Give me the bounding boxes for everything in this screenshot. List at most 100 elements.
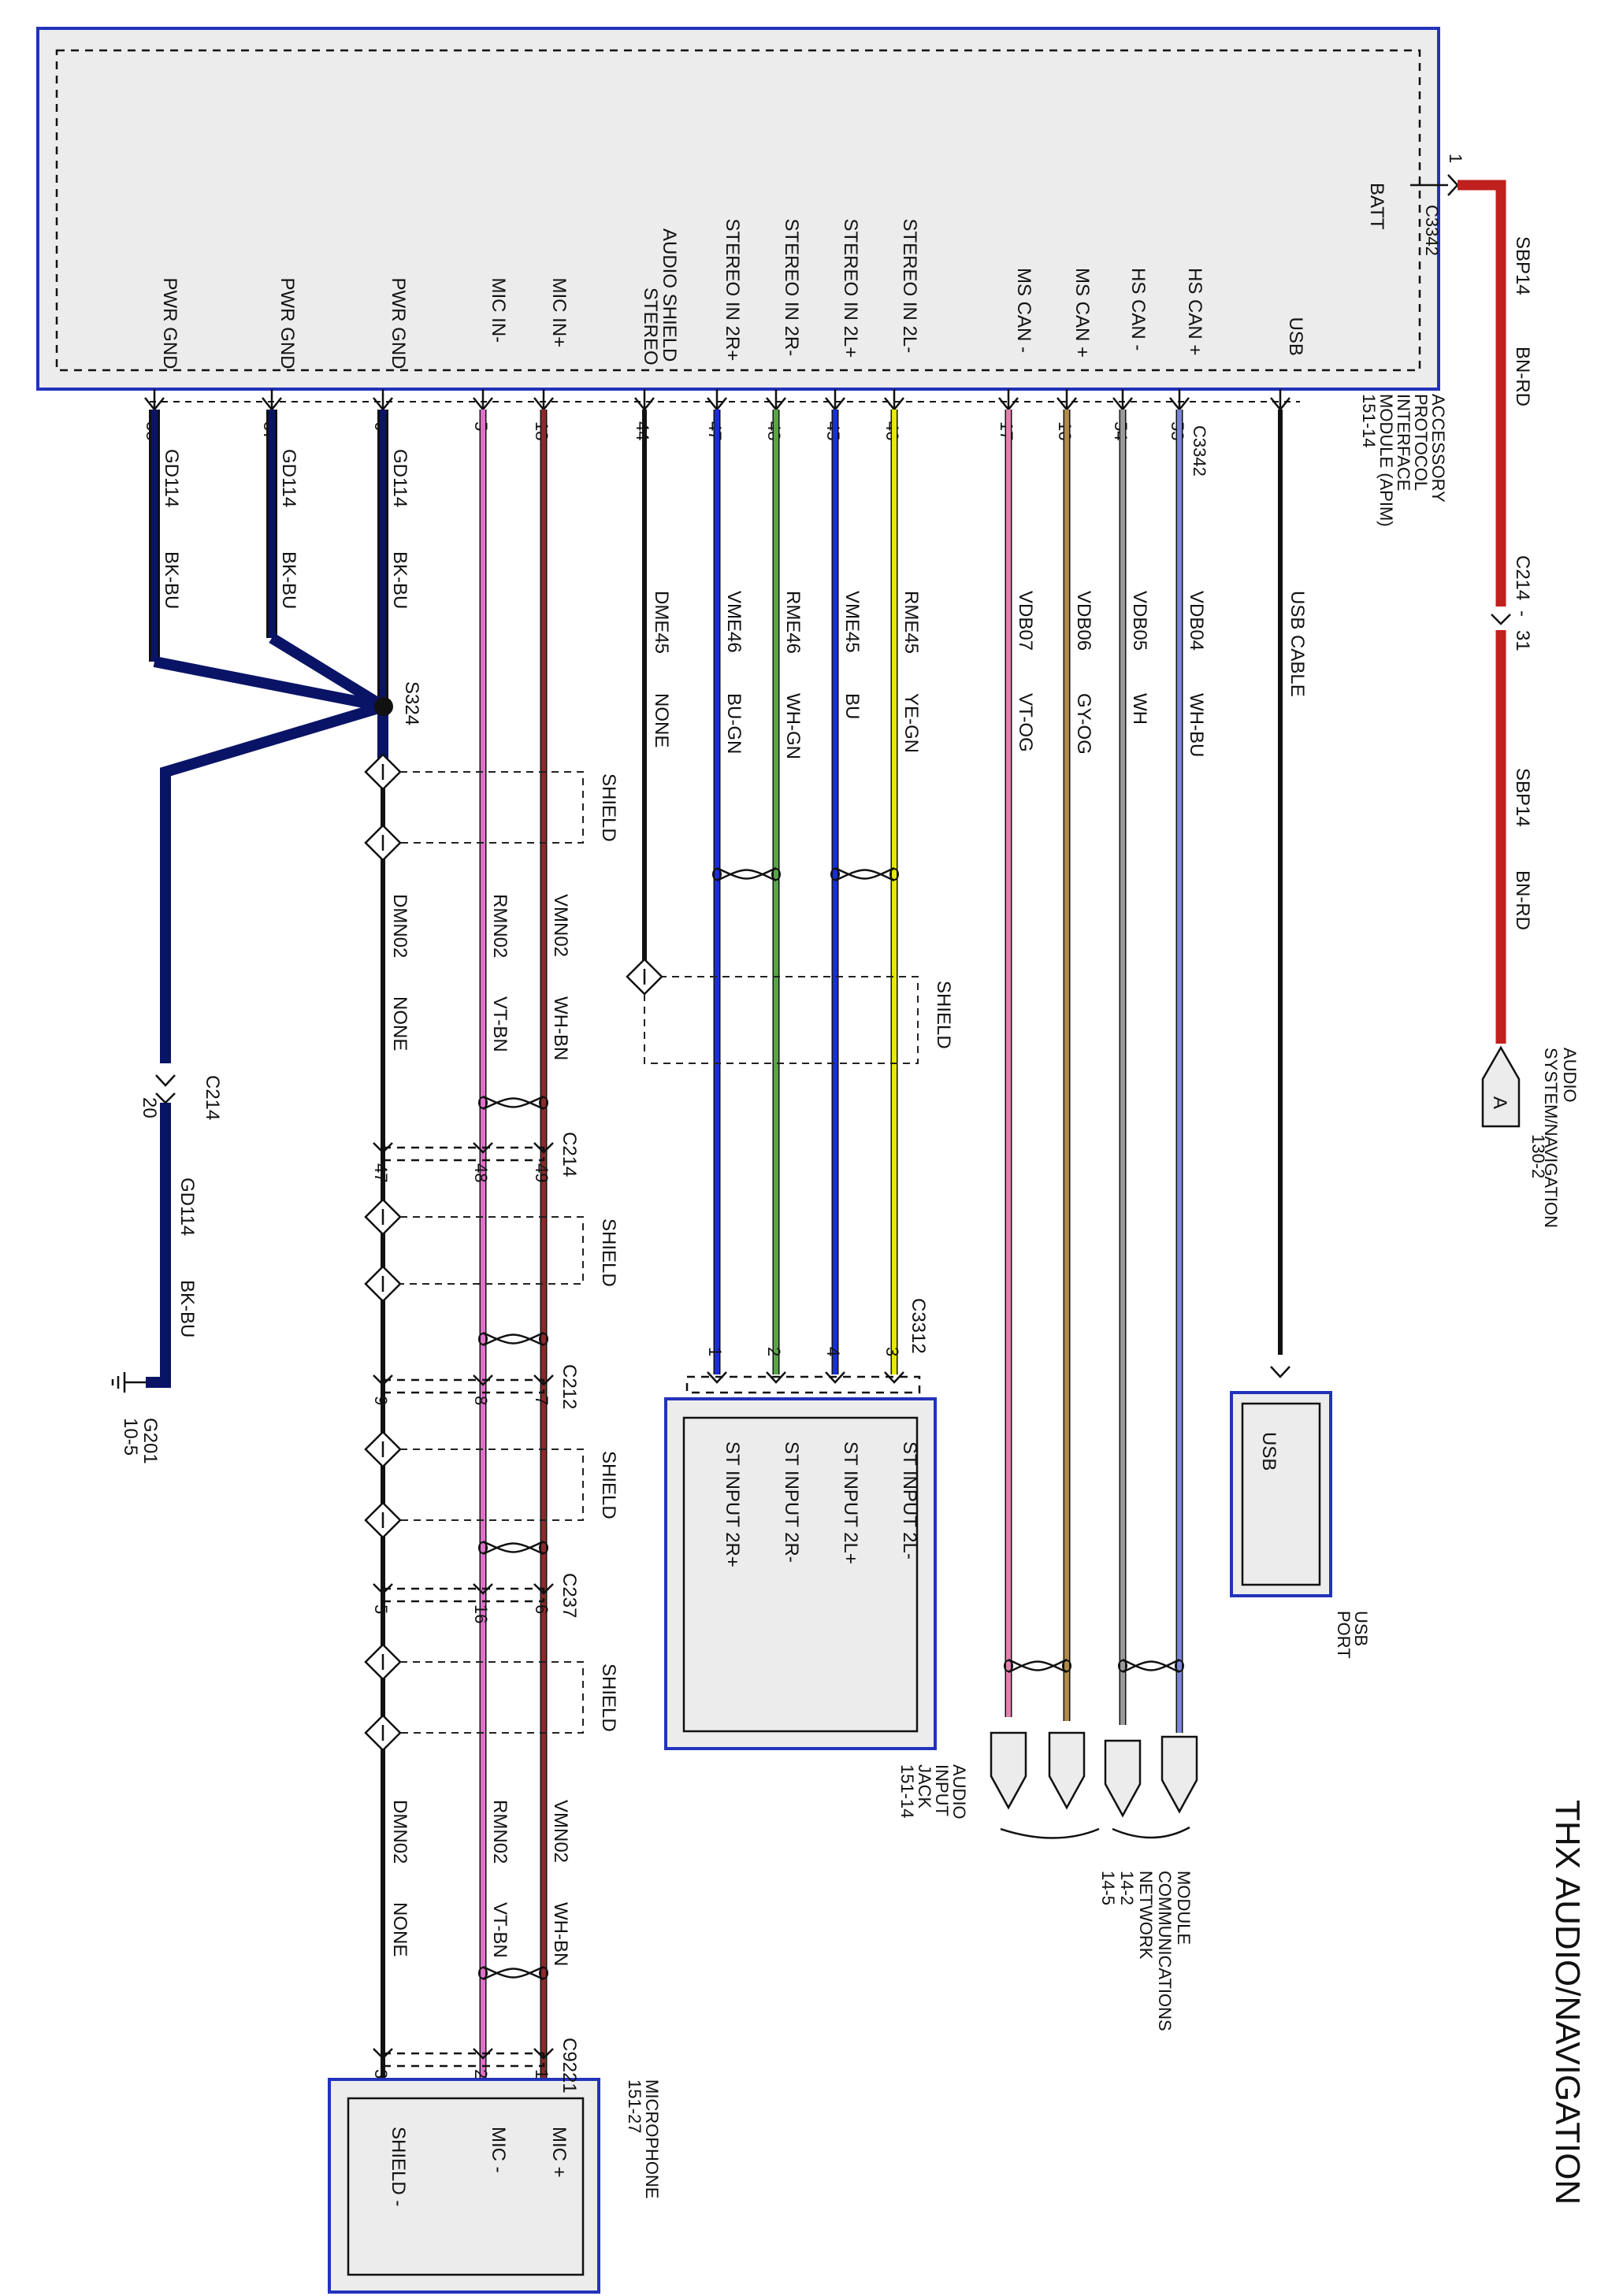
apim-pin-name: AUDIO SHIELD — [659, 228, 680, 362]
audio-jack-inner-box — [682, 1416, 919, 1733]
mic-connector-name: C212 — [559, 1364, 580, 1409]
apim-inner-dashed-box — [55, 49, 1421, 372]
jack-pin-number: 2 — [764, 1347, 784, 1356]
batt-feed: SBP14 BN-RD C214 - 31 SBP14 BN-RD A AUDI… — [1410, 174, 1580, 1228]
mic-connector-symbol — [373, 1142, 393, 1154]
mic-shield-dash — [400, 1448, 584, 1521]
twisted-pair-symbol — [482, 1540, 544, 1556]
batt-inline-pin: 31 — [1512, 630, 1533, 651]
jack-pin-number: 3 — [882, 1347, 902, 1356]
wire-color-label: GY-OG — [1073, 693, 1094, 755]
apim-pin-name: MS CAN + — [1071, 268, 1093, 358]
jack-input-name: ST INPUT 2R+ — [722, 1441, 743, 1567]
pin-connector-symbol — [262, 389, 282, 412]
diagram-title: THX AUDIO/NAVIGATION — [1548, 1800, 1587, 2205]
twist-end — [539, 1096, 548, 1109]
batt-pin-number: 1 — [1446, 154, 1465, 163]
audio-jack-label-line: 151-14 — [897, 1764, 917, 1819]
ground-circuit: GD114 — [176, 1178, 198, 1236]
mic-connector-pin: 48 — [471, 1163, 491, 1182]
apim-pin-name: PWR GND — [388, 278, 409, 369]
network-page-line: 14-5 — [1098, 1871, 1118, 1905]
pin-connector-symbol — [473, 389, 493, 412]
pin-connector-symbol — [998, 389, 1019, 412]
apim-pin-name: HS CAN + — [1184, 268, 1205, 355]
batt-color-1: BN-RD — [1512, 347, 1533, 406]
mic-shield-dash — [400, 1661, 584, 1734]
usb-port-label-line: PORT — [1334, 1611, 1354, 1659]
twisted-pair-symbol — [482, 1095, 544, 1111]
wire-circuit-label: RMN02 — [489, 1800, 511, 1864]
wire-color-label: WH — [1129, 693, 1150, 725]
audio-jack-connector-dash — [685, 1375, 921, 1394]
batt-inline-connector-symbol — [1491, 614, 1511, 625]
stereo-shield-dash — [644, 976, 919, 1064]
wire-color-label: BK-BU — [389, 551, 410, 609]
wire-color-label: BK-BU — [161, 551, 182, 609]
apim-pin-name: USB — [1285, 317, 1306, 356]
jack-pin-number: 1 — [705, 1347, 725, 1356]
batt-circuit-1: SBP14 — [1512, 236, 1533, 295]
batt-destination-line: SYSTEM/NAVIGATION — [1541, 1048, 1561, 1228]
batt-destination-letter: A — [1489, 1096, 1510, 1109]
twist-end — [712, 868, 722, 881]
wire-circuit-label: USB CABLE — [1287, 591, 1308, 697]
shield-label: SHIELD — [933, 981, 954, 1049]
wire-color-label: NONE — [389, 1902, 410, 1957]
mic-connector-dash — [381, 1378, 545, 1394]
twisted-pair-symbol — [482, 1331, 544, 1347]
wire-circuit-label: VME46 — [723, 591, 745, 653]
wire-circuit-label: VDB06 — [1073, 591, 1094, 651]
shield-label: SHIELD — [598, 773, 619, 842]
wire-color-label: WH-BN — [550, 996, 571, 1060]
mic-connector-symbol — [373, 1374, 393, 1386]
apim-label-line: INTERFACE — [1394, 394, 1413, 491]
usb-connector-symbol — [1270, 1366, 1290, 1378]
pin-connector-symbol — [1270, 389, 1290, 412]
audio-jack-label-line: AUDIO — [949, 1764, 969, 1819]
shield-label: SHIELD — [598, 1451, 619, 1519]
mic-connector-pin: 47 — [371, 1163, 391, 1182]
apim-pin-name: STEREO IN 2R+ — [722, 219, 743, 362]
audio-jack-label-line: INPUT — [932, 1764, 952, 1816]
audio-jack-inputs: ST INPUT 2L-ST INPUT 2L+ST INPUT 2R-ST I… — [722, 1441, 920, 1567]
splice-s324: S324 — [374, 681, 422, 725]
ground: G201 10-5 GD114 BK-BU C214 20 — [111, 1075, 223, 1464]
wire-color-label: VT-OG — [1015, 693, 1036, 752]
mic-connector-symbol — [373, 2048, 393, 2060]
twisted-pair-symbol — [1008, 1658, 1068, 1674]
jack-input-name: ST INPUT 2L+ — [840, 1441, 861, 1564]
twist-end — [478, 1333, 488, 1345]
twisted-pair-symbol — [482, 1965, 544, 1981]
apim-pin-name: HS CAN - — [1127, 268, 1149, 351]
batt-connector-symbol — [1447, 174, 1459, 196]
usb-port-inner-label: USB — [1258, 1432, 1279, 1471]
batt-pin-name: BATT — [1366, 183, 1387, 230]
mic-connector-symbol — [533, 2048, 554, 2060]
batt-destination-arrow — [1481, 1045, 1521, 1128]
mic-connector-symbol — [533, 1374, 554, 1386]
pin-connector-symbol — [884, 389, 904, 412]
apim-label-line: PROTOCOL — [1411, 394, 1431, 491]
wire-circuit-label: RMN02 — [489, 894, 511, 958]
wire-circuit-label: VDB07 — [1015, 591, 1036, 651]
twisted-pair-symbol — [716, 866, 777, 882]
wire-circuit-label: DMN02 — [389, 1800, 410, 1864]
jack-connector-symbol — [766, 1371, 786, 1384]
mic-connector-symbol — [473, 1583, 493, 1595]
ground-wire-diag — [269, 633, 387, 711]
jack-connector-symbol — [707, 1371, 727, 1384]
microphone-pins: MIC +MIC -SHIELD - — [388, 2127, 570, 2206]
ground-color: BK-BU — [176, 1280, 198, 1337]
wire-color-label: BU — [841, 693, 863, 719]
ground-wire-diag — [153, 656, 385, 712]
pin-connector-symbol — [634, 389, 655, 412]
ground-id: G201 — [139, 1418, 161, 1464]
wire-color-label: NONE — [389, 996, 410, 1051]
ground-wire-out — [160, 701, 386, 1063]
